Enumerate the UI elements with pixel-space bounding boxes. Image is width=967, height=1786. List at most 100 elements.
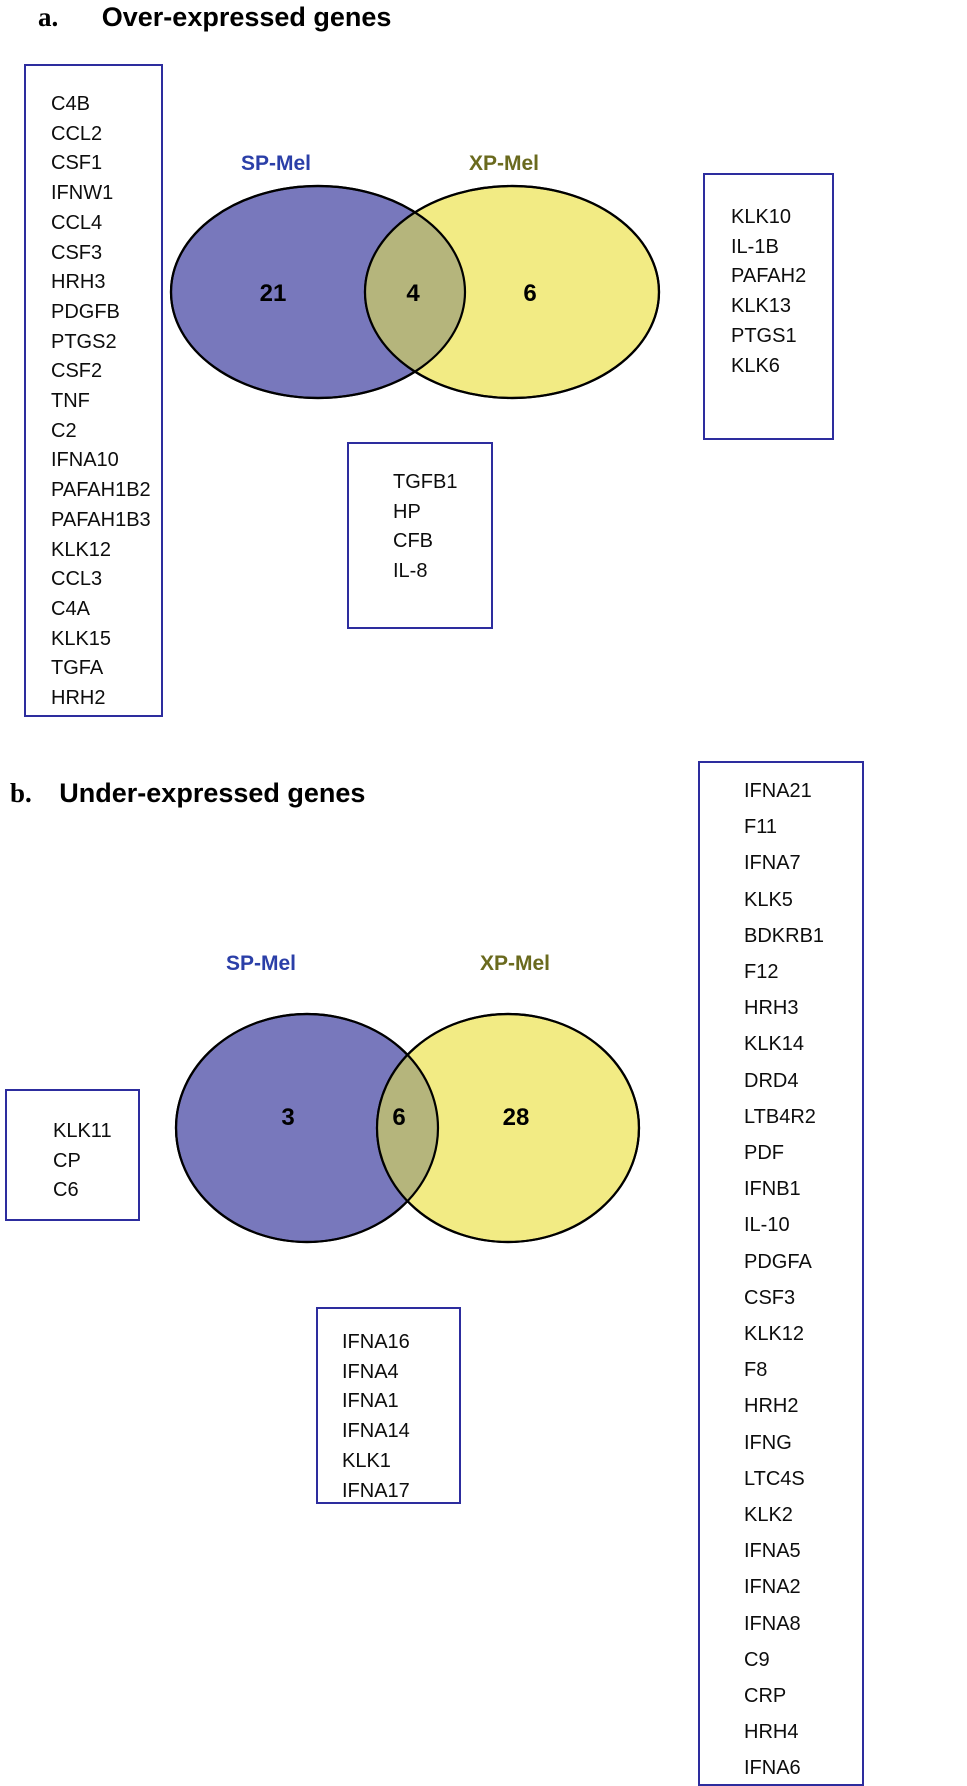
gene-item: IL-8 [393, 560, 428, 583]
gene-item: PDGFB [51, 300, 120, 323]
panel-a-xp-mel-label: XP-Mel [469, 152, 540, 175]
gene-item: PAFAH1B3 [51, 508, 151, 531]
panel-b-sp-mel-label: SP-Mel [226, 952, 297, 975]
panel-b-xp-mel-label: XP-Mel [480, 952, 551, 975]
panel-a-xp-mel-outline [363, 184, 661, 400]
panel-b-venn [174, 1012, 641, 1244]
panel-a-sp-mel-label: SP-Mel [241, 152, 312, 175]
gene-item: TGFB1 [393, 471, 458, 493]
panel-b-sp-mel-outline [174, 1012, 440, 1244]
gene-item: IFNA5 [744, 1540, 801, 1563]
gene-item: KLK6 [731, 354, 780, 377]
gene-item: HRH2 [51, 687, 106, 710]
gene-item: IFNG [744, 1431, 792, 1454]
gene-item: KLK15 [51, 627, 112, 650]
gene-item: CSF3 [744, 1286, 796, 1309]
gene-item: LTB4R2 [744, 1105, 816, 1128]
gene-item: CFB [393, 530, 433, 553]
gene-item: CSF1 [51, 152, 103, 175]
gene-item: IFNA6 [744, 1757, 801, 1780]
gene-item: KLK12 [744, 1323, 805, 1346]
gene-item: CCL4 [51, 211, 103, 234]
panel-a-sp-only-count: 21 [259, 280, 287, 307]
gene-item: CSF3 [51, 241, 103, 264]
gene-item: PTGS2 [51, 330, 117, 353]
gene-item: KLK12 [51, 538, 112, 561]
gene-item: CSF2 [51, 360, 103, 383]
gene-item: KLK5 [744, 888, 793, 911]
gene-item: IFNA21 [744, 780, 812, 802]
gene-item: PDF [744, 1142, 784, 1165]
gene-item: F8 [744, 1359, 768, 1382]
panel-b-sp-only-count: 3 [281, 1104, 295, 1131]
panel-a-letter: a. [38, 2, 59, 32]
gene-item: IL-10 [744, 1214, 790, 1237]
gene-item: IFNA1 [342, 1390, 399, 1413]
panel-b-title: b. Under-expressed genes [10, 778, 365, 809]
gene-item: HRH3 [744, 997, 799, 1020]
gene-item: BDKRB1 [744, 924, 825, 947]
panel-a-venn-svg [169, 184, 661, 400]
panel-a-xp-only-count: 6 [523, 280, 537, 307]
gene-item: PDGFA [744, 1250, 812, 1273]
panel-b-xp-only-count: 28 [502, 1104, 530, 1131]
gene-item: HRH4 [744, 1721, 799, 1744]
gene-item: LTC4S [744, 1467, 805, 1490]
panel-a-caption: Over-expressed genes [101, 2, 392, 32]
gene-item: DRD4 [744, 1069, 799, 1092]
gene-item: IFNA7 [744, 852, 801, 875]
gene-item: C6 [53, 1179, 79, 1202]
gene-item: IFNA8 [744, 1612, 801, 1635]
gene-item: F12 [744, 961, 779, 984]
gene-item: CCL2 [51, 122, 103, 145]
gene-item: C2 [51, 419, 77, 442]
gene-item: C9 [744, 1648, 770, 1671]
gene-item: HP [393, 500, 421, 523]
gene-item: C4B [51, 93, 90, 115]
gene-item: HRH2 [744, 1395, 799, 1418]
gene-item: KLK13 [731, 295, 792, 318]
gene-item: CP [53, 1149, 81, 1172]
gene-item: KLK10 [731, 206, 792, 228]
gene-item: IFNA17 [342, 1479, 410, 1502]
gene-item: KLK2 [744, 1504, 793, 1527]
panel-a-overlap-region [365, 186, 465, 398]
gene-item: C4A [51, 597, 90, 620]
gene-item: KLK14 [744, 1033, 805, 1056]
panel-b-intersection-count: 6 [392, 1104, 406, 1131]
gene-item: PAFAH1B2 [51, 479, 151, 502]
gene-item: IFNA16 [342, 1331, 410, 1353]
gene-item: IFNA10 [51, 449, 119, 472]
gene-item: HRH3 [51, 271, 106, 294]
panel-a-title: a. Over-expressed genes [38, 2, 391, 33]
gene-item: TNF [51, 390, 90, 413]
gene-item: IFNA2 [744, 1576, 801, 1599]
gene-item: IFNA14 [342, 1420, 410, 1443]
gene-item: CCL3 [51, 568, 103, 591]
gene-item: KLK1 [342, 1449, 391, 1472]
panel-b-letter: b. [10, 778, 32, 808]
gene-item: CRP [744, 1685, 787, 1708]
gene-item: IFNW1 [51, 182, 114, 205]
gene-item: IFNA4 [342, 1360, 399, 1383]
panel-b-caption: Under-expressed genes [59, 778, 366, 808]
gene-item: KLK11 [53, 1120, 112, 1142]
gene-item: IFNB1 [744, 1178, 801, 1201]
gene-item: F11 [744, 816, 777, 839]
panel-a-venn [169, 184, 661, 400]
panel-a-intersection-count: 4 [406, 280, 420, 307]
gene-item: IL-1B [731, 235, 779, 258]
gene-item: PAFAH2 [731, 265, 807, 288]
gene-item: TGFA [51, 657, 104, 680]
